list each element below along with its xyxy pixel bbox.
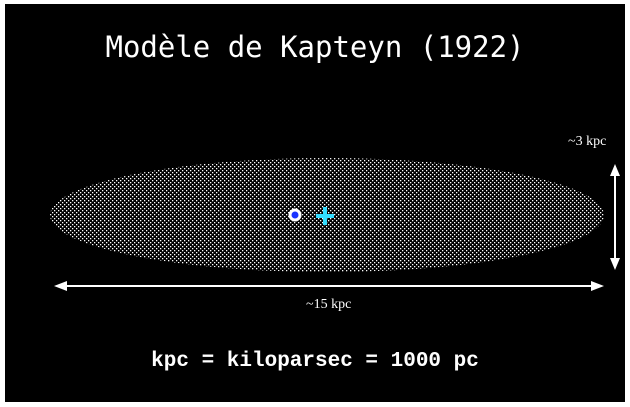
thickness-label: ~3 kpc [568,134,607,149]
diameter-arrow [54,281,604,291]
galactic-center-cross [316,207,334,225]
thickness-arrow [610,164,620,270]
footer-note: kpc = kiloparsec = 1000 pc [151,350,479,373]
diameter-label: ~15 kpc [306,297,352,312]
diagram-title: Modèle de Kapteyn (1922) [105,30,525,64]
sun-marker [288,208,302,222]
